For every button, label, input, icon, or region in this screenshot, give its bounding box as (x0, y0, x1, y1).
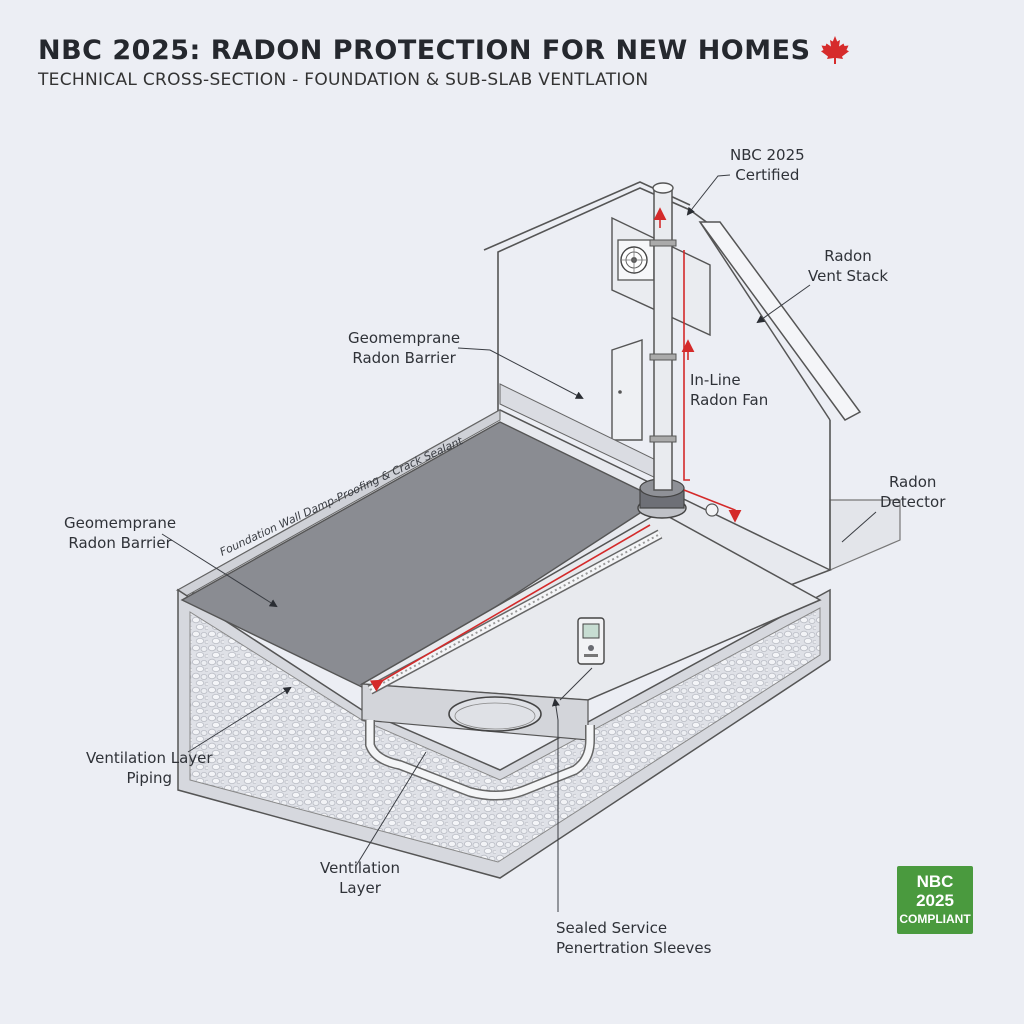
badge-line-2: 2025 (916, 890, 954, 910)
label-geomembrane-barrier-left: Geomemprane Radon Barrier (64, 514, 177, 552)
leader-certified (686, 174, 731, 216)
label-radon-detector: Radon Detector (880, 473, 946, 511)
page-title: NBC 2025: RADON PROTECTION FOR NEW HOMES (38, 34, 851, 66)
badge-line-3: COMPLIANT (899, 911, 971, 926)
maple-leaf-icon (820, 36, 849, 64)
label-sealed-service-sleeves: Sealed Service Penertration Sleeves (556, 919, 712, 957)
leader-detector-device (559, 667, 593, 701)
title-text: NBC 2025: RADON PROTECTION FOR NEW HOMES (38, 34, 811, 66)
sump-pit (448, 696, 542, 732)
nbc-compliant-badge: NBC 2025 COMPLIANT (897, 866, 973, 934)
ventilation-layer-pipe (367, 529, 663, 695)
airflow-arrow-stack (653, 207, 742, 523)
label-in-line-radon-fan: In-Line Radon Fan (690, 371, 769, 409)
roof-eave-left (483, 181, 691, 251)
label-nbc-certified: NBC 2025 Certified (730, 146, 805, 184)
radon-detector-icon (577, 617, 605, 665)
exhaust-fan-icon (617, 239, 655, 281)
leader-barrier-left (161, 533, 278, 608)
leader-vent-layer (355, 751, 427, 867)
leader-piping (187, 686, 292, 753)
door (611, 339, 643, 441)
label-ventilation-layer-piping: Ventilation Layer Piping (86, 749, 213, 787)
page-subtitle: TECHNICAL CROSS-SECTION - FOUNDATION & S… (38, 70, 649, 90)
floor-detector-outlet (705, 503, 719, 517)
label-ventilation-layer: Ventilation Layer (320, 859, 400, 897)
badge-line-1: NBC (916, 871, 954, 891)
leader-vent-stack (756, 284, 811, 324)
label-radon-vent-stack: Radon Vent Stack (808, 247, 889, 285)
leader-barrier-top (457, 347, 584, 399)
radon-vent-stack (649, 182, 677, 491)
leader-detector (841, 511, 877, 543)
house-outline (497, 187, 831, 570)
roof-right (698, 221, 862, 421)
airflow-arrow-pipe (369, 524, 651, 692)
leader-sleeves (551, 698, 560, 912)
label-geomembrane-barrier-top: Geomemprane Radon Barrier (348, 329, 461, 367)
